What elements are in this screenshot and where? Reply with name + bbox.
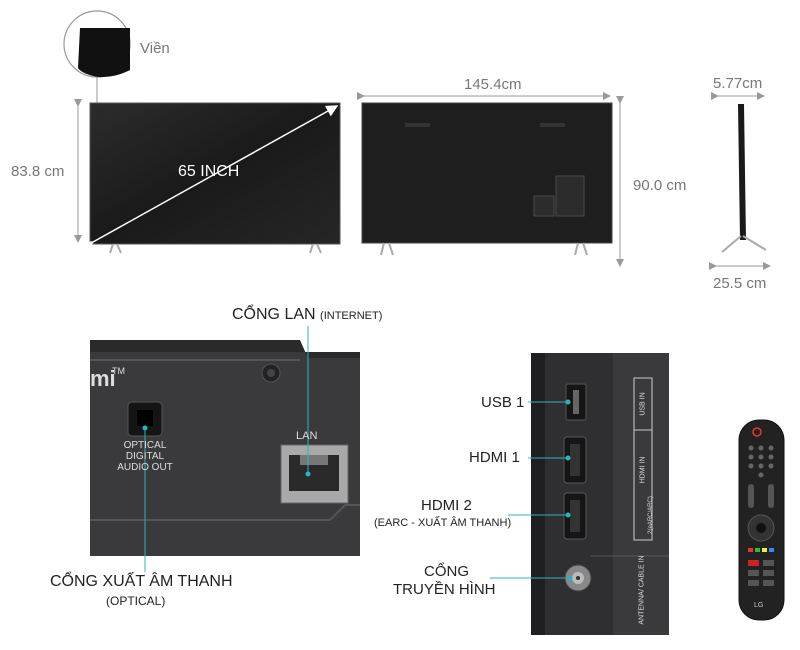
bezel-label: Viền [140, 40, 170, 57]
port-panel-left [90, 340, 360, 556]
tv-front [80, 102, 341, 254]
panel-earc-text: 2(eARC/ARC) [648, 496, 654, 534]
optical-callout-line [142, 425, 148, 572]
antenna-callout-line [490, 575, 573, 581]
antenna-label-line2: TRUYỀN HÌNH [393, 581, 496, 598]
tv-side [721, 104, 767, 253]
hdmi2-label: HDMI 2 [421, 497, 472, 514]
optical-sub: (OPTICAL) [106, 594, 166, 608]
hdmi2-callout-line [508, 512, 571, 518]
height-stand-label: 90.0 cm [633, 177, 687, 194]
panel-antenna-text: ANTENNA/ CABLE IN [638, 555, 646, 625]
bezel-zoom [63, 10, 131, 103]
tv-back [361, 102, 613, 256]
usb-label: USB 1 [481, 394, 525, 411]
optical-port-text: OPTICAL DIGITAL AUDIO OUT [117, 440, 173, 473]
hdmi1-label: HDMI 1 [469, 449, 520, 466]
hdmi2-sub: (EARC - XUẤT ÂM THANH) [374, 517, 512, 529]
port-panel-right [531, 353, 669, 635]
usb-callout-line [528, 399, 571, 405]
height-front-label: 83.8 cm [11, 163, 65, 180]
width-label: 145.4cm [464, 76, 522, 93]
antenna-label-line1: CỔNG [424, 563, 469, 580]
screen-size-label: 65 INCH [178, 163, 240, 180]
panel-hdmi-text: HDMI IN [639, 456, 647, 484]
lan-port-text: LAN [296, 430, 318, 442]
optical-title: CỔNG XUẤT ÂM THANH [50, 573, 233, 590]
remote-control [738, 419, 785, 621]
depth-label: 5.77cm [713, 75, 763, 92]
stand-depth-label: 25.5 cm [713, 275, 767, 292]
remote-brand: LG [754, 602, 764, 609]
panel-usb-text: USB IN [639, 392, 647, 416]
hdmi1-callout-line [528, 455, 571, 461]
trademark: TM [112, 366, 125, 376]
logo-fragment: mi [90, 366, 116, 391]
lan-callout-line [305, 326, 311, 477]
lan-title: CỔNG LAN (INTERNET) [232, 306, 383, 323]
